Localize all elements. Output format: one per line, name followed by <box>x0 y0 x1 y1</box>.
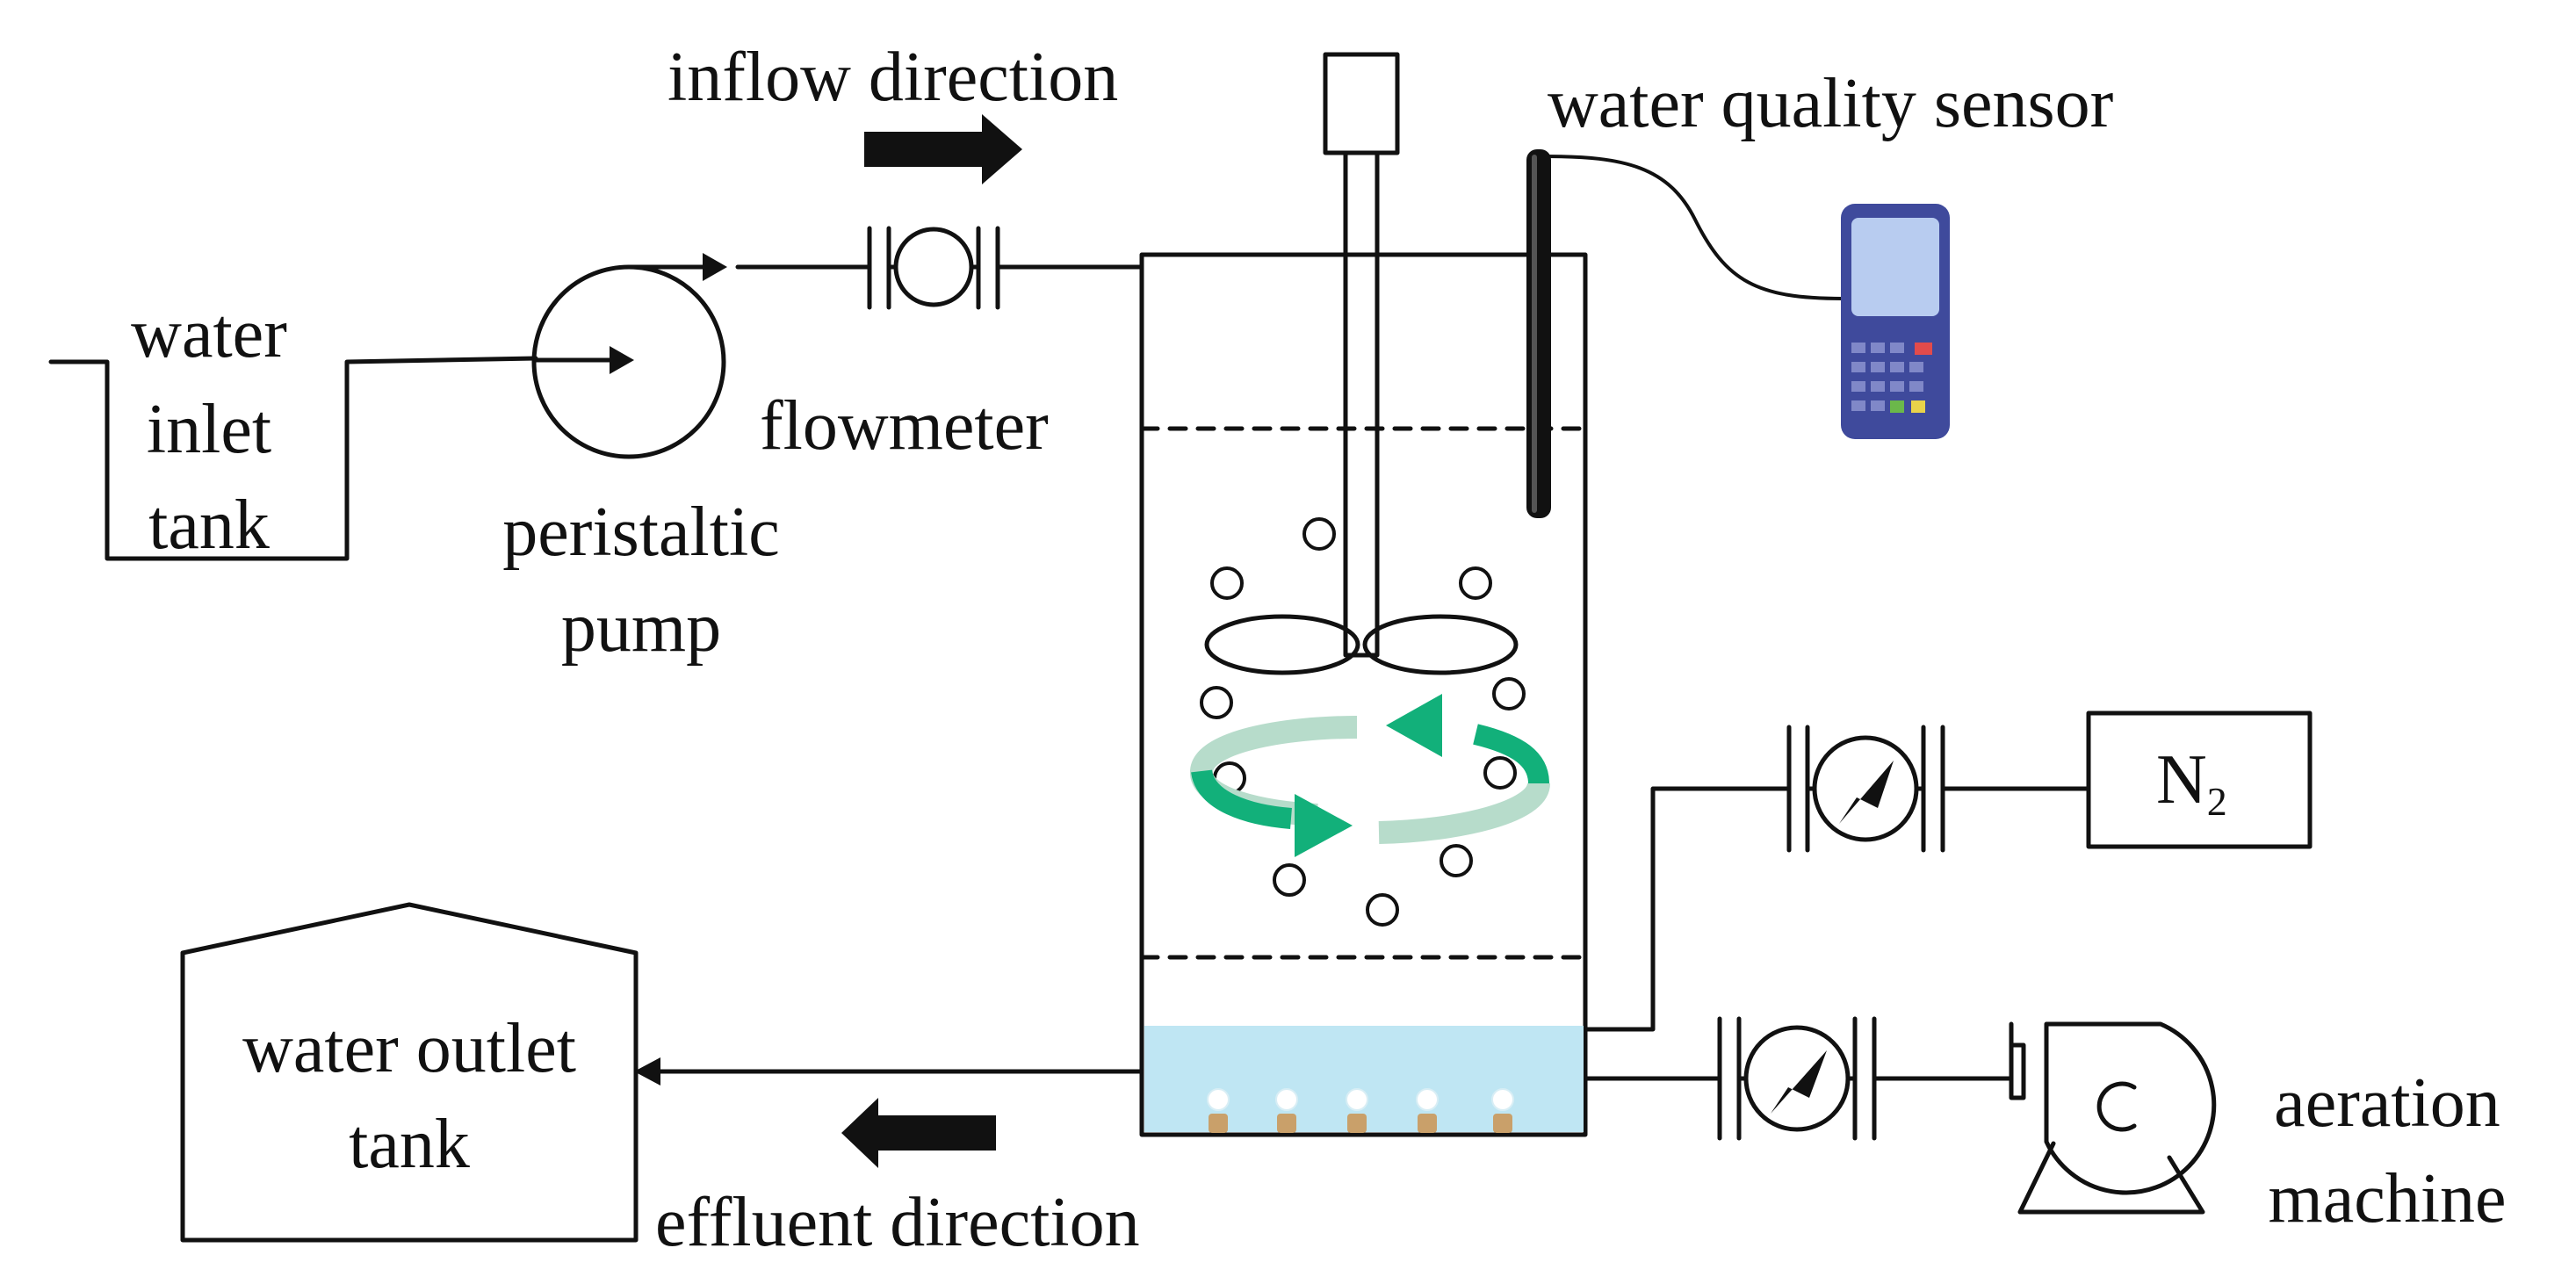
flowmeter <box>867 226 1000 310</box>
inflow-direction-label: inflow direction <box>667 39 1119 116</box>
nitrogen-label-subscript: 2 <box>2206 779 2227 824</box>
water-inlet-tank-label: water inlet tank <box>131 286 287 573</box>
impeller-blade-left <box>1204 614 1360 675</box>
water-quality-meter-device <box>1841 204 1950 439</box>
water-quality-sensor-label: water quality sensor <box>1548 65 2114 142</box>
water-outlet-tank-label: water outlet tank <box>242 1001 576 1193</box>
aeration-machine-label-line-1: aeration <box>2274 1064 2500 1142</box>
nitrogen-flowmeter <box>1786 725 1945 853</box>
impeller-blade-right <box>1362 614 1519 675</box>
inflow-direction-arrow <box>864 114 1022 184</box>
stirrer-motor <box>1323 52 1400 155</box>
nitrogen-meter-needle <box>1839 761 1894 824</box>
water-inlet-tank-label-line-1: water <box>131 295 287 372</box>
diffusers <box>1207 1088 1514 1133</box>
water-outlet-tank <box>180 902 639 1243</box>
reactor-vessel <box>1139 252 1588 1137</box>
water-inlet-tank-label-line-2: inlet <box>146 390 272 468</box>
water-quality-probe <box>1526 149 1551 518</box>
mixing-swirl <box>1190 694 1550 857</box>
nitrogen-pipe <box>1583 786 2091 1032</box>
peristaltic-pump-label: peristaltic pump <box>502 485 779 676</box>
water-inlet-tank <box>48 356 538 561</box>
bubbles <box>1200 517 1526 927</box>
pump-inner-arrowhead <box>610 346 634 374</box>
aeration-flowmeter <box>1717 1016 1877 1141</box>
flowmeter-label: flowmeter <box>760 387 1049 465</box>
effluent-direction-arrow <box>841 1098 996 1168</box>
aeration-fan-glyph <box>2096 1081 2137 1132</box>
stirrer-shaft <box>1343 150 1380 658</box>
water-outlet-tank-label-line-2: tank <box>349 1105 470 1183</box>
peristaltic-pump-label-line-1: peristaltic <box>502 494 780 571</box>
effluent-direction-label: effluent direction <box>655 1184 1140 1261</box>
aeration-machine-label: aeration machine <box>2269 1056 2507 1247</box>
nitrogen-label: N2 <box>2156 745 2227 822</box>
effluent-arrowhead <box>634 1057 660 1086</box>
water-outlet-tank-label-line-1: water outlet <box>242 1010 576 1087</box>
nitrogen-cylinder-box <box>2086 711 2313 849</box>
aeration-machine <box>2009 1021 2217 1215</box>
water-inlet-tank-label-line-3: tank <box>148 486 270 564</box>
sensor-cable <box>1544 155 1844 300</box>
aeration-machine-label-line-2: machine <box>2268 1159 2507 1237</box>
nitrogen-label-main: N <box>2156 741 2207 819</box>
pump-outlet-arrowhead <box>703 253 727 281</box>
peristaltic-pump-label-line-2: pump <box>560 588 722 667</box>
aeration-meter-needle <box>1771 1050 1827 1114</box>
water-quality-probe-highlight <box>1532 155 1537 513</box>
